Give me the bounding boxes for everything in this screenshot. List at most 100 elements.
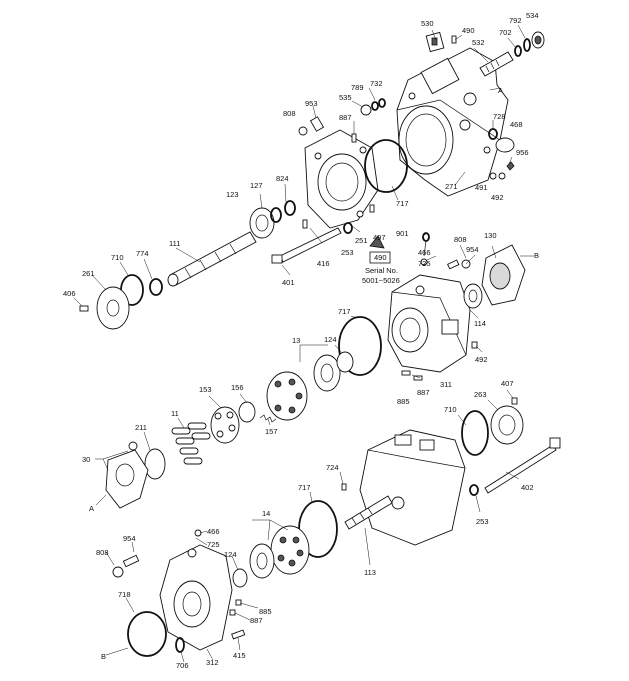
- label-402: 402: [521, 483, 534, 492]
- screw-466b: [194, 529, 202, 537]
- plug-497: [369, 204, 375, 213]
- label-466-bottom: 466: [207, 527, 220, 536]
- retainer-156: [238, 401, 256, 423]
- label-492-mid: 492: [475, 355, 488, 364]
- flange-261: [96, 286, 130, 330]
- washer-253: [343, 222, 353, 234]
- label-789: 789: [351, 83, 364, 92]
- label-B-top: B: [534, 251, 539, 260]
- label-30: 30: [82, 455, 90, 464]
- label-211: 211: [135, 423, 147, 432]
- label-885-bottom: 885: [259, 607, 272, 616]
- label-123: 123: [226, 190, 239, 199]
- long-bolt-402: [484, 437, 561, 494]
- valve-block-312: [159, 544, 233, 651]
- label-468: 468: [510, 120, 523, 129]
- pin-887b: [413, 375, 423, 381]
- label-718: 718: [118, 590, 131, 599]
- screw-466: [420, 258, 428, 266]
- plate-153: [210, 406, 240, 444]
- label-887-mid: 887: [417, 388, 430, 397]
- label-153: 153: [199, 385, 212, 394]
- label-710-top: 710: [111, 253, 124, 262]
- bolts-953-808: [298, 116, 325, 136]
- end-cover-263: [490, 405, 524, 445]
- pin-885: [401, 370, 411, 376]
- label-261: 261: [82, 269, 95, 278]
- pin-416: [302, 219, 308, 229]
- label-124-mid: 124: [324, 335, 337, 344]
- washer-253b: [469, 484, 479, 496]
- label-532: 532: [472, 38, 485, 47]
- label-466-mid: 466: [418, 248, 431, 257]
- ring-774: [149, 278, 163, 296]
- label-14: 14: [262, 509, 270, 518]
- bolts-954-808b: [112, 554, 140, 578]
- plug-535-rings: [360, 98, 386, 116]
- label-728: 728: [493, 112, 506, 121]
- label-710-mid: 710: [444, 405, 457, 414]
- label-311: 311: [440, 380, 452, 389]
- label-124-bottom: 124: [224, 550, 237, 559]
- pin-724: [341, 483, 347, 491]
- gasket-718: [127, 611, 167, 657]
- label-157: 157: [265, 427, 278, 436]
- plug-492: [498, 172, 506, 180]
- ring-127: [270, 207, 282, 223]
- label-401: 401: [282, 278, 295, 287]
- drive-shaft-111: [167, 231, 257, 287]
- label-808: 808: [283, 109, 296, 118]
- valve-plate-13: [313, 354, 341, 392]
- pin-887: [351, 133, 357, 143]
- rear-housing-271: [396, 47, 509, 197]
- label-717-top: 717: [396, 199, 409, 208]
- plug-532: [479, 51, 514, 77]
- label-725-bottom: 725: [207, 540, 220, 549]
- pin-885b: [235, 599, 242, 606]
- label-271: 271: [445, 182, 458, 191]
- ring-792: [523, 38, 531, 52]
- label-127: 127: [250, 181, 263, 190]
- cylinder-block-13: [266, 371, 308, 421]
- label-A-bottom: A: [89, 504, 94, 513]
- label-901: 901: [396, 229, 409, 238]
- label-717-mid: 717: [338, 307, 351, 316]
- label-887: 887: [339, 113, 352, 122]
- bearing-124: [336, 351, 354, 373]
- label-953: 953: [305, 99, 318, 108]
- spring-157: [259, 414, 277, 423]
- label-824: 824: [276, 174, 289, 183]
- control-part-530: [425, 31, 445, 53]
- gear-pump-130: [481, 244, 526, 306]
- bolt-407: [511, 397, 518, 405]
- label-407: 407: [501, 379, 514, 388]
- label-808-bottom: 808: [96, 548, 109, 557]
- label-717-bottom: 717: [298, 483, 311, 492]
- label-732: 732: [370, 79, 383, 88]
- cover-251: [304, 129, 379, 229]
- label-956: 956: [516, 148, 529, 157]
- swash-plate-30: [105, 441, 149, 509]
- label-534: 534: [526, 11, 539, 20]
- label-954-bottom: 954: [123, 534, 136, 543]
- label-954-mid: 954: [466, 245, 479, 254]
- main-casing: [359, 429, 466, 546]
- serial-line-1: Serial No.: [365, 266, 398, 275]
- bolt-401: [271, 227, 342, 264]
- label-130: 130: [484, 231, 497, 240]
- label-253-bottom: 253: [476, 517, 489, 526]
- part-labels: 530 490 792 534 532 702 789 732 535 A 80…: [63, 11, 539, 670]
- ring-706: [175, 637, 185, 653]
- label-B-bottom: B: [101, 652, 106, 661]
- serial-note: 490 Serial No. 5001~5026: [362, 235, 400, 285]
- cylinder-block-14: [270, 525, 310, 575]
- plate-211: [144, 448, 166, 480]
- label-11: 11: [171, 409, 179, 418]
- plug-491: [489, 172, 497, 180]
- roller-bearing-114: [463, 283, 483, 309]
- label-530: 530: [421, 19, 434, 28]
- boxed-label-490: [369, 251, 391, 264]
- label-792: 792: [509, 16, 522, 25]
- label-253-top: 253: [341, 248, 354, 257]
- plug-415: [231, 629, 246, 640]
